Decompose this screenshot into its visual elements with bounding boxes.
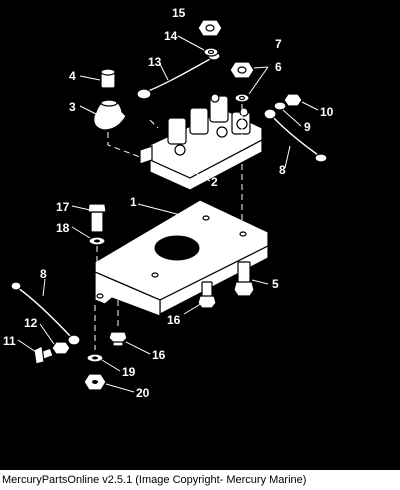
callout-9: 9: [304, 120, 311, 134]
alignment-lines: [94, 104, 243, 350]
callout-8-upper: 8: [279, 163, 286, 177]
callout-13: 13: [148, 55, 162, 69]
nut-15: [197, 19, 223, 37]
callout-16-lower: 16: [152, 348, 166, 362]
nut-10: [283, 93, 303, 107]
bolt-4: [100, 68, 116, 89]
bolt-16-lower: [108, 331, 128, 347]
washer-19: [86, 353, 104, 363]
washer-9: [273, 101, 287, 111]
washer-14: [203, 47, 219, 57]
nut-12: [51, 341, 71, 355]
washer-18: [88, 236, 106, 246]
callout-15: 15: [172, 6, 186, 20]
callout-5: 5: [272, 277, 279, 291]
cable-8-lower: [10, 281, 81, 346]
bolt-16-upper: [197, 281, 217, 309]
callout-3: 3: [69, 100, 76, 114]
callout-18: 18: [56, 221, 70, 235]
bolt-17: [87, 203, 107, 233]
callout-7: 7: [275, 37, 282, 51]
bolt-5: [233, 261, 255, 297]
callout-17: 17: [56, 200, 70, 214]
callout-6: 6: [275, 60, 282, 74]
exploded-parts-diagram: 1 2 3 4 5 6 7 8 8 9 10 11 12 13 14 15 16…: [0, 0, 400, 470]
callout-1: 1: [130, 195, 137, 209]
leader-lines: [17, 35, 319, 393]
rubber-mount-3: [93, 99, 127, 131]
solenoid-assembly: [139, 93, 263, 191]
callout-numbers: 1 2 3 4 5 6 7 8 8 9 10 11 12 13 14 15 16…: [3, 6, 334, 400]
callout-2: 2: [211, 175, 218, 189]
cable-8-upper: [263, 108, 328, 163]
nut-20: [83, 373, 107, 391]
washer-6: [234, 93, 250, 103]
callout-8-lower: 8: [40, 267, 47, 281]
callout-12: 12: [24, 316, 38, 330]
callout-14: 14: [164, 29, 178, 43]
callout-4: 4: [69, 69, 76, 83]
callout-19: 19: [122, 365, 136, 379]
bolt-11: [33, 345, 54, 365]
callout-11: 11: [3, 334, 16, 348]
nut-7: [229, 61, 255, 79]
callout-10: 10: [320, 105, 334, 119]
callout-20: 20: [136, 386, 150, 400]
image-caption: MercuryPartsOnline v2.5.1 (Image Copyrig…: [2, 474, 307, 486]
callout-16-upper: 16: [167, 313, 181, 327]
